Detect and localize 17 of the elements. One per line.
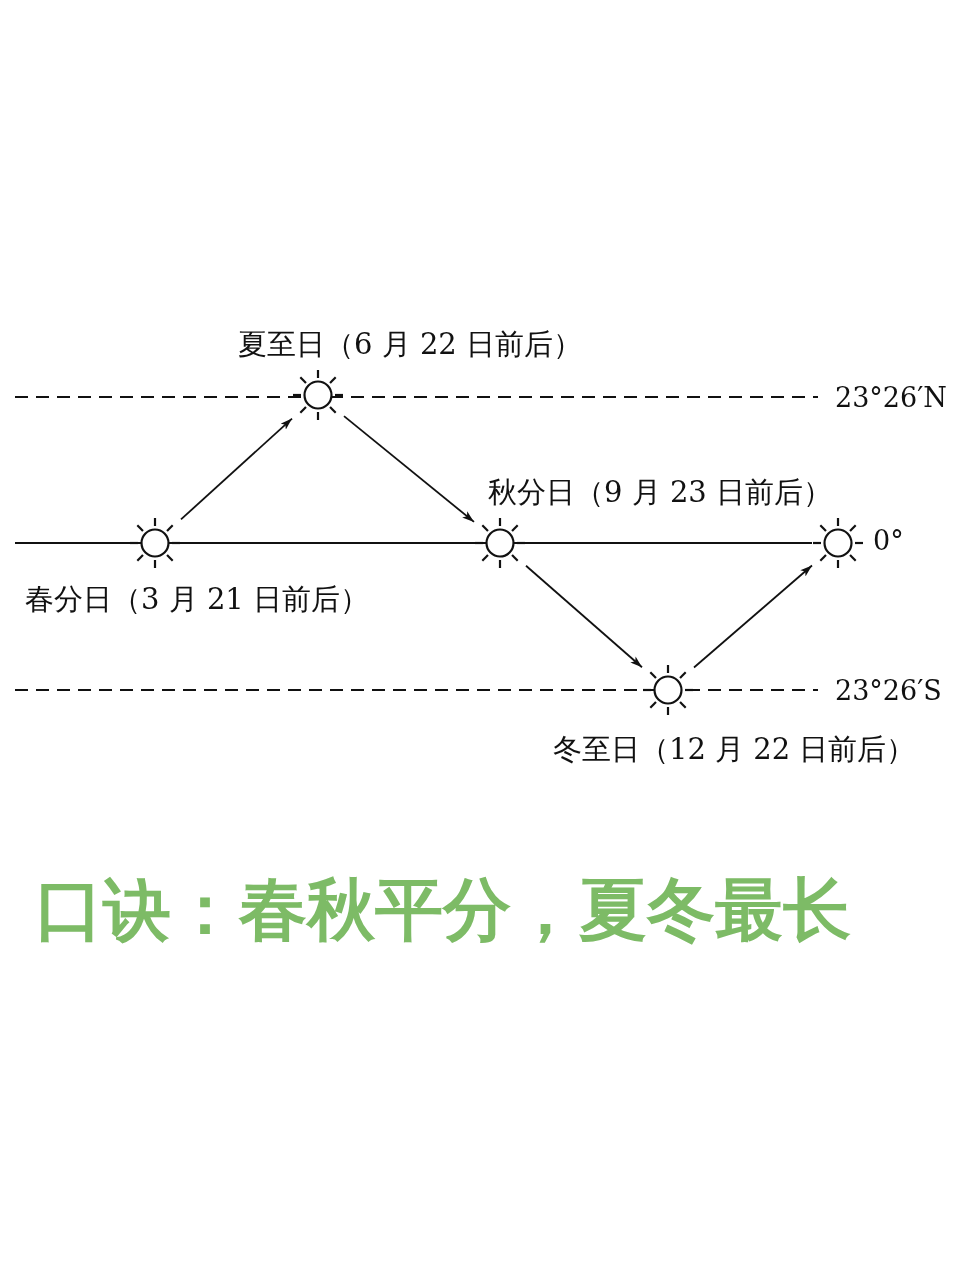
arrow [343, 415, 475, 523]
sun-icon [812, 517, 864, 569]
sun-icon [129, 517, 181, 569]
latitude-label: 0° [873, 527, 904, 554]
date-label: 冬至日（12 月 22 日前后） [553, 735, 916, 764]
sun-icon [642, 664, 694, 716]
mnemonic-caption: 口诀：春秋平分，夏冬最长 [35, 876, 851, 944]
date-label: 秋分日（9 月 23 日前后） [488, 478, 832, 507]
date-label: 春分日（3 月 21 日前后） [25, 585, 369, 614]
latitude-label: 23°26′N [835, 384, 947, 411]
arrow [525, 564, 643, 669]
arrow [693, 564, 813, 669]
arrow [180, 417, 293, 521]
date-label: 夏至日（6 月 22 日前后） [238, 330, 582, 359]
sun-icon [292, 369, 344, 421]
latitude-label: 23°26′S [835, 677, 942, 704]
sun-icon [474, 517, 526, 569]
